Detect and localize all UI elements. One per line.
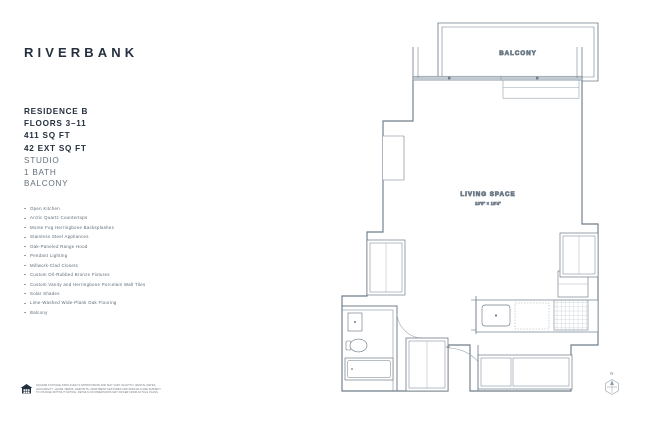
legal-text: SQUARE FOOTAGE DISPLAYED IS APPROXIMATE …: [36, 382, 161, 395]
left-wall-niche: [383, 135, 405, 181]
legal-line-1: SQUARE FOOTAGE DISPLAYED IS APPROXIMATE …: [36, 384, 157, 387]
balcony-wall-stubs: [412, 47, 583, 78]
residence-exterior-sqft: 42 EXT SQ FT: [24, 143, 87, 153]
feature-item: Monte Fog Herringbone Backsplashes: [24, 224, 174, 231]
bathroom: [342, 305, 424, 391]
info-column: RIVERBANK RESIDENCE B FLOORS 3–11 411 SQ…: [0, 0, 210, 421]
feature-item: Millwork-Clad Closets: [24, 262, 174, 269]
residence-spec-block: RESIDENCE B FLOORS 3–11 411 SQ FT 42 EXT…: [24, 106, 88, 155]
feature-item: Balcony: [24, 309, 174, 316]
feature-item: Custom Oil-Rubbed Bronze Fixtures: [24, 271, 174, 278]
left-closet: [366, 239, 406, 296]
residence-interior-sqft: 411 SQ FT: [24, 131, 71, 141]
feature-item: Oak-Paneled Range Hood: [24, 243, 174, 250]
kitchen-sink: [481, 304, 511, 327]
legal-line-2: AVAILABILITY, LEASE TERMS, DEPOSITS, APA…: [36, 387, 161, 391]
entry-closet: [405, 337, 449, 392]
unit-type-block: STUDIO 1 BATH BALCONY: [24, 155, 68, 190]
floor-plan-svg: BALCONY LIVI: [341, 22, 619, 395]
residence-name: RESIDENCE B: [24, 107, 89, 116]
unit-outline: [341, 77, 599, 392]
residence-floors: FLOORS 3–11: [24, 119, 87, 129]
unit-outdoor: BALCONY: [24, 179, 69, 188]
balcony-sliding-door: [412, 75, 583, 99]
feature-item: Stainless Steel Appliances: [24, 233, 174, 240]
floor-plan-drawing: BALCONY LIVI: [330, 0, 650, 421]
balcony-room: [437, 22, 599, 82]
compass-north-label: N: [610, 371, 613, 376]
feature-item: Pendant Lighting: [24, 252, 174, 259]
legal-line-3: TO CHANGE WITHOUT NOTICE. DETAILS ON DIM…: [36, 391, 159, 395]
equal-housing-opportunity-icon: [20, 384, 33, 394]
bathtub: [344, 357, 394, 381]
living-space-dimensions: 10'6" × 18'4": [475, 201, 501, 206]
kitchen-range: [553, 299, 589, 331]
right-closet: [559, 232, 599, 278]
unit-layout: STUDIO: [24, 156, 60, 165]
feature-item: Arctic Quartz Countertops: [24, 214, 174, 221]
footer-disclaimer: SQUARE FOOTAGE DISPLAYED IS APPROXIMATE …: [20, 382, 200, 395]
compass-rose: N: [605, 371, 619, 395]
feature-item: Open Kitchen: [24, 205, 174, 212]
balcony-label: BALCONY: [499, 50, 537, 57]
feature-item: Solar Shades: [24, 290, 174, 297]
brand-wordmark: RIVERBANK: [24, 45, 139, 60]
bathroom-sink: [347, 312, 363, 332]
unit-baths: 1 BATH: [24, 167, 57, 177]
living-space-label: LIVING SPACE: [460, 191, 515, 198]
feature-item: Custom Vanity and Herringbone Porcelain …: [24, 281, 174, 288]
toilet: [345, 338, 368, 353]
feature-item: Lime-Washed Wide-Plank Oak Flooring: [24, 299, 174, 306]
